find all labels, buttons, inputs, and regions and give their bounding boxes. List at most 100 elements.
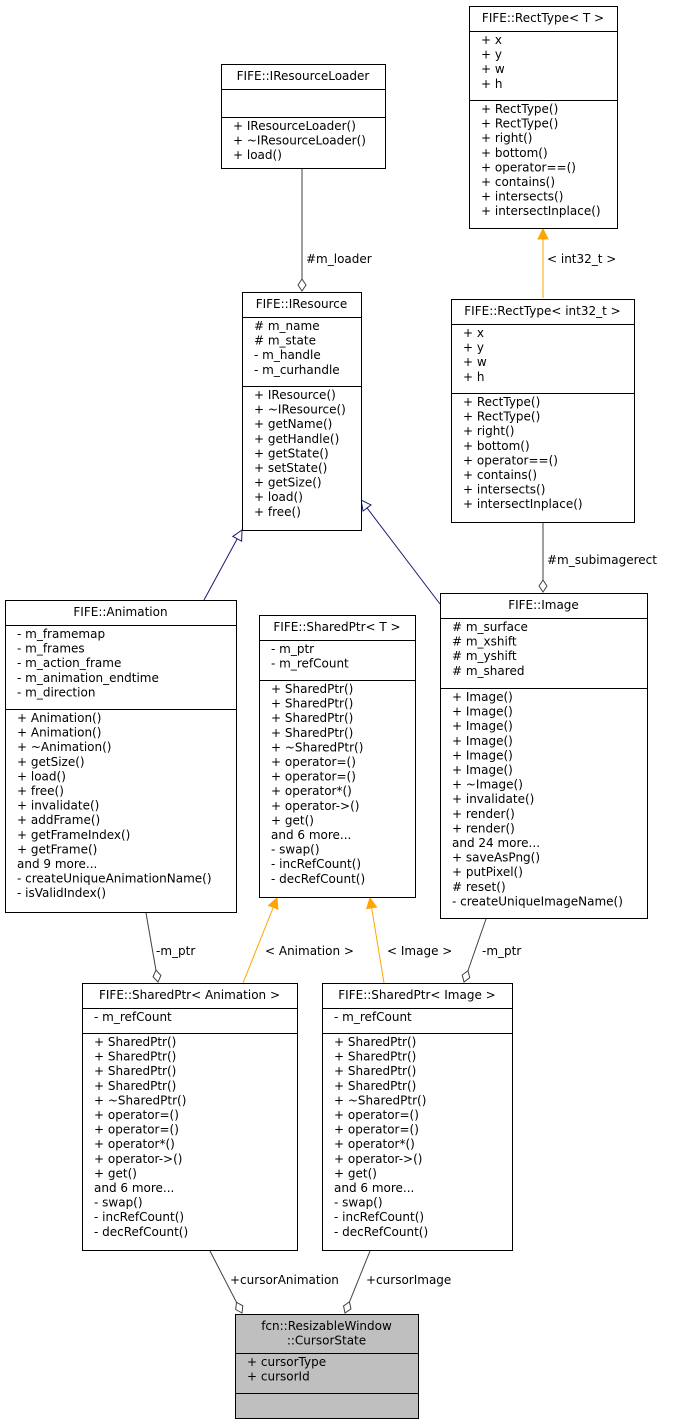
- class-box: [221, 64, 386, 169]
- class-method: - createUniqueAnimationName(): [17, 872, 212, 886]
- class-method: + getHandle(): [254, 432, 339, 446]
- class-method: + IResourceLoader(): [233, 119, 356, 133]
- class-attribute: # m_name: [254, 319, 320, 333]
- class-sharedptr_animation[interactable]: FIFE::SharedPtr< Animation >- m_refCount…: [82, 983, 298, 1251]
- class-method: + SharedPtr(): [334, 1035, 416, 1049]
- class-method: + SharedPtr(): [334, 1079, 416, 1093]
- class-attribute: - m_framemap: [17, 627, 105, 641]
- class-attribute: - m_action_frame: [17, 656, 121, 670]
- class-attribute: - m_ptr: [271, 642, 314, 656]
- class-method: + ~Animation(): [17, 740, 111, 754]
- class-recttype_int32[interactable]: FIFE::RectType< int32_t >+ x+ y+ w+ h+ R…: [451, 299, 635, 523]
- rel-rect-template-label: < int32_t >: [547, 252, 616, 266]
- rel-cursor-anim-line: [209, 1250, 244, 1314]
- rel-image-ptr-line: [461, 918, 487, 983]
- class-title: FIFE::IResource: [256, 297, 348, 311]
- class-method: + ~SharedPtr(): [94, 1093, 186, 1107]
- rel-cursor-image-label: +cursorImage: [366, 1273, 451, 1287]
- class-method: + right(): [463, 424, 514, 438]
- class-method: + operator==(): [463, 453, 558, 467]
- class-method: # reset(): [452, 880, 506, 894]
- class-title: ::CursorState: [287, 1334, 366, 1348]
- class-attribute: - m_frames: [17, 642, 85, 656]
- class-method: + ~SharedPtr(): [271, 740, 363, 754]
- class-method: and 6 more...: [94, 1181, 174, 1195]
- class-method: + intersectInplace(): [463, 497, 583, 511]
- class-method: + load(): [17, 769, 66, 783]
- class-method: - incRefCount(): [334, 1210, 424, 1224]
- class-attribute: + h: [463, 370, 484, 384]
- rel-loader-label: #m_loader: [306, 252, 372, 266]
- class-method: + SharedPtr(): [334, 1064, 416, 1078]
- class-method: + get(): [271, 813, 314, 827]
- class-method: + ~SharedPtr(): [334, 1093, 426, 1107]
- class-method: + contains(): [463, 468, 537, 482]
- class-method: + operator*(): [94, 1137, 175, 1151]
- rel-cursor-image-line: [342, 1250, 371, 1314]
- class-attribute: # m_yshift: [452, 649, 517, 663]
- class-method: + operator=(): [334, 1123, 419, 1137]
- class-cursorstate[interactable]: fcn::ResizableWindow::CursorState+ curso…: [235, 1314, 419, 1419]
- class-method: + free(): [17, 784, 64, 798]
- class-method: + operator->(): [334, 1152, 422, 1166]
- rel-anim-template-line: [242, 898, 277, 984]
- class-attribute: + x: [481, 33, 502, 47]
- class-method: + right(): [481, 131, 532, 145]
- class-box: [469, 6, 618, 229]
- class-title: FIFE::SharedPtr< T >: [273, 620, 400, 634]
- class-method: + getName(): [254, 417, 332, 431]
- class-attribute: - m_direction: [17, 685, 95, 699]
- class-box: [5, 600, 237, 913]
- class-method: + ~IResourceLoader(): [233, 134, 366, 148]
- class-box: [235, 1314, 419, 1419]
- class-method: + getSize(): [254, 476, 322, 490]
- class-method: + SharedPtr(): [271, 711, 353, 725]
- class-method: and 6 more...: [334, 1181, 414, 1195]
- class-method: + RectType(): [463, 410, 540, 424]
- class-method: - decRefCount(): [94, 1225, 188, 1239]
- class-iresourceloader[interactable]: FIFE::IResourceLoader+ IResourceLoader()…: [221, 64, 386, 169]
- class-method: + get(): [94, 1166, 137, 1180]
- class-method: + operator->(): [271, 799, 359, 813]
- class-sharedptr_image[interactable]: FIFE::SharedPtr< Image >- m_refCount+ Sh…: [322, 983, 513, 1251]
- class-method: + operator*(): [334, 1137, 415, 1151]
- class-image[interactable]: FIFE::Image# m_surface# m_xshift# m_yshi…: [440, 593, 648, 919]
- class-attribute: - m_refCount: [94, 1010, 172, 1024]
- class-attribute: + x: [463, 326, 484, 340]
- class-sharedptr_t[interactable]: FIFE::SharedPtr< T >- m_ptr- m_refCount+…: [259, 615, 416, 898]
- class-method: + ~IResource(): [254, 403, 346, 417]
- class-box: [82, 983, 298, 1251]
- class-method: + operator=(): [334, 1108, 419, 1122]
- class-method: + getState(): [254, 446, 329, 460]
- class-attribute: # m_xshift: [452, 635, 517, 649]
- class-method: + ~Image(): [452, 778, 523, 792]
- class-method: and 9 more...: [17, 857, 97, 871]
- class-method: + intersectInplace(): [481, 204, 601, 218]
- class-method: + load(): [254, 490, 303, 504]
- class-attribute: + w: [481, 62, 505, 76]
- class-method: + SharedPtr(): [94, 1050, 176, 1064]
- class-attribute: + y: [481, 48, 502, 62]
- class-title: FIFE::SharedPtr< Animation >: [99, 988, 280, 1002]
- rel-image-ptr-label: -m_ptr: [482, 944, 521, 958]
- class-attribute: # m_state: [254, 334, 316, 348]
- class-method: + addFrame(): [17, 813, 100, 827]
- class-attribute: - m_refCount: [271, 657, 349, 671]
- class-method: + SharedPtr(): [271, 697, 353, 711]
- class-method: - swap(): [334, 1196, 383, 1210]
- class-attribute: # m_shared: [452, 664, 524, 678]
- class-method: and 24 more...: [452, 836, 540, 850]
- class-animation[interactable]: FIFE::Animation- m_framemap- m_frames- m…: [5, 600, 237, 913]
- class-box: [259, 615, 416, 898]
- class-attribute: - m_refCount: [334, 1010, 412, 1024]
- class-recttype_t[interactable]: FIFE::RectType< T >+ x+ y+ w+ h+ RectTyp…: [469, 6, 618, 229]
- class-iresource[interactable]: FIFE::IResource# m_name# m_state- m_hand…: [242, 292, 362, 531]
- class-method: + IResource(): [254, 388, 336, 402]
- class-box: [451, 299, 635, 523]
- class-method: + RectType(): [481, 102, 558, 116]
- class-method: + getFrameIndex(): [17, 828, 130, 842]
- class-method: + render(): [452, 807, 515, 821]
- class-method: + invalidate(): [452, 792, 534, 806]
- rel-subimagerect-label: #m_subimagerect: [547, 553, 657, 567]
